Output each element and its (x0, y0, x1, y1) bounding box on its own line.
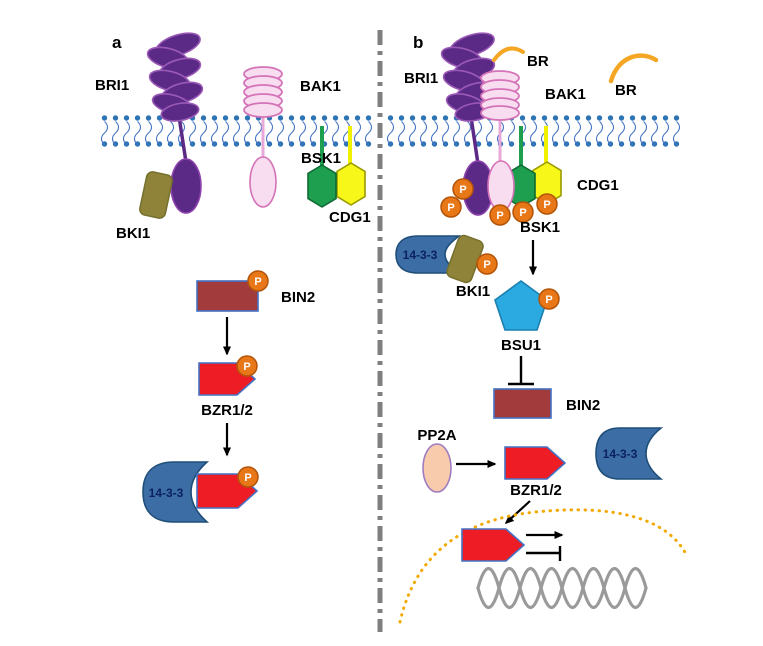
svg-text:P: P (519, 207, 526, 219)
svg-text:P: P (483, 259, 490, 271)
bin2-protein-a (196, 280, 259, 312)
bzr-protein-nucleus (461, 528, 526, 562)
bki1-label-b: BKI1 (456, 283, 490, 300)
phospho-badge-complex-a: P (237, 466, 259, 488)
arrow-bzr-to-nucleus (504, 500, 531, 525)
inhibition-gene-repression (526, 546, 562, 561)
bak1-kinase-oval-a (249, 156, 277, 208)
svg-text:P: P (543, 199, 550, 211)
bki1-label-a: BKI1 (116, 225, 150, 242)
plasma-membrane-b (386, 113, 682, 149)
fourteen33-label-b-left: 14-3-3 (403, 248, 438, 262)
fourteen33-label-b-right: 14-3-3 (603, 447, 638, 461)
br-ligand-bound (492, 46, 525, 62)
nucleus-envelope-dotted (398, 508, 689, 624)
fourteen33-protein-a (142, 461, 210, 523)
bzr-label-a: BZR1/2 (201, 402, 253, 419)
cdg1-label-a: CDG1 (329, 209, 371, 226)
bak1-receptor-coil-a (243, 66, 283, 160)
panel-b-letter: b (413, 33, 423, 52)
fourteen33-protein-b-right (595, 427, 664, 480)
svg-text:P: P (496, 210, 503, 222)
dna-helix (476, 566, 648, 610)
svg-text:P: P (447, 202, 454, 214)
fourteen33-protein-b-left (395, 235, 462, 274)
phospho-badge-bzr-a: P (236, 355, 258, 377)
bak1-label-b: BAK1 (545, 86, 586, 103)
br-free-label: BR (615, 82, 637, 99)
bzr-label-b: BZR1/2 (510, 482, 562, 499)
bri1-label-b: BRI1 (404, 70, 438, 87)
bsu1-label: BSU1 (501, 337, 541, 354)
bin2-label-b: BIN2 (566, 397, 600, 414)
bsu1-protein (494, 280, 548, 331)
bak1-label-a: BAK1 (300, 78, 341, 95)
bri1-label-a: BRI1 (95, 77, 129, 94)
plasma-membrane-a (99, 113, 376, 149)
bin2-protein-b (493, 388, 552, 419)
fourteen33-label-a: 14-3-3 (149, 486, 184, 500)
svg-text:P: P (459, 184, 466, 196)
phospho-badges-receptor-complex-b: P P P P P (440, 178, 558, 226)
svg-text:P: P (243, 361, 250, 373)
phospho-badge-bin2-a: P (247, 270, 269, 292)
bzr-protein-b (504, 446, 567, 480)
phospho-badge-bki1-b: P (476, 253, 498, 275)
br-bound-label: BR (527, 53, 549, 70)
bin2-label-a: BIN2 (281, 289, 315, 306)
svg-text:P: P (244, 472, 251, 484)
bsk1-hexagon-a (307, 164, 337, 208)
bsk1-label-a: BSK1 (301, 150, 341, 167)
bak1-kinase-oval-b (487, 160, 515, 212)
bri1-receptor-coil-a (146, 32, 204, 163)
pp2a-label: PP2A (417, 427, 456, 444)
pp2a-protein (422, 443, 452, 493)
cdg1-hexagon-a (336, 162, 366, 206)
bsk1-label-b: BSK1 (520, 219, 560, 236)
bak1-receptor-coil-b (480, 70, 520, 162)
phospho-badge-bsu1: P (538, 288, 560, 310)
cdg1-label-b: CDG1 (577, 177, 619, 194)
svg-text:P: P (254, 276, 261, 288)
bki1-protein-a (139, 171, 173, 219)
bri1-kinase-oval-a (170, 158, 202, 214)
br-ligand-free (608, 53, 659, 84)
svg-text:P: P (545, 294, 552, 306)
panel-a-letter: a (112, 33, 122, 52)
inhibition-bsu1-to-bin2 (508, 356, 534, 386)
